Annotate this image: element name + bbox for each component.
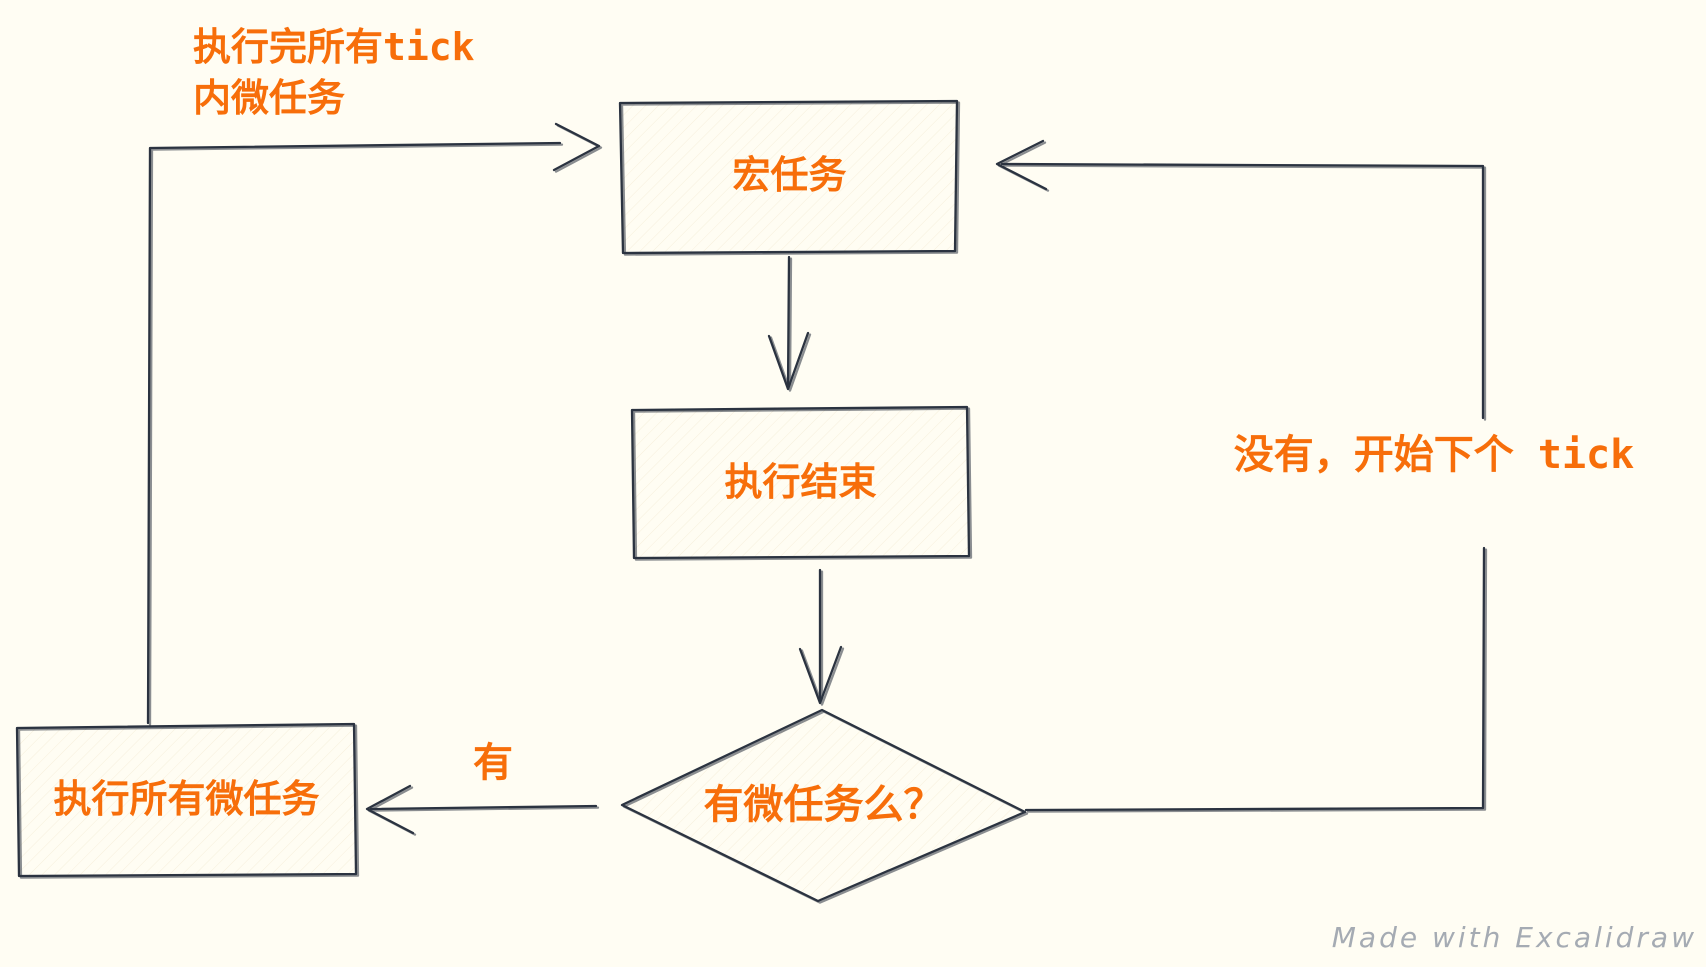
macro-task-label: 宏任务: [732, 153, 847, 198]
macro-task-box: [618, 99, 959, 255]
execution-end-box: [630, 405, 971, 560]
run-microtasks-fill: [18, 725, 355, 875]
arrow-macro-to-end: [767, 255, 810, 391]
arrow-end-to-diamond: [798, 568, 843, 705]
execution-end-label: 执行结束: [724, 459, 877, 504]
edge-label-no-next-tick: 没有，开始下个 tick: [1233, 432, 1635, 478]
edge-label-after-tick-microtasks: 执行完所有tick 内微任务: [193, 25, 475, 121]
excalidraw-watermark: Made with Excalidraw: [1331, 921, 1697, 954]
run-microtasks-label: 执行所有微任务: [53, 777, 320, 822]
edge-label-yes: 有: [473, 740, 513, 786]
microtask-question-label: 有微任务么？: [703, 782, 944, 828]
execution-end-fill: [633, 408, 968, 557]
arrow-microtasks-to-macro: [146, 122, 601, 725]
run-microtasks-box: [15, 722, 358, 878]
macro-task-fill: [622, 100, 957, 252]
